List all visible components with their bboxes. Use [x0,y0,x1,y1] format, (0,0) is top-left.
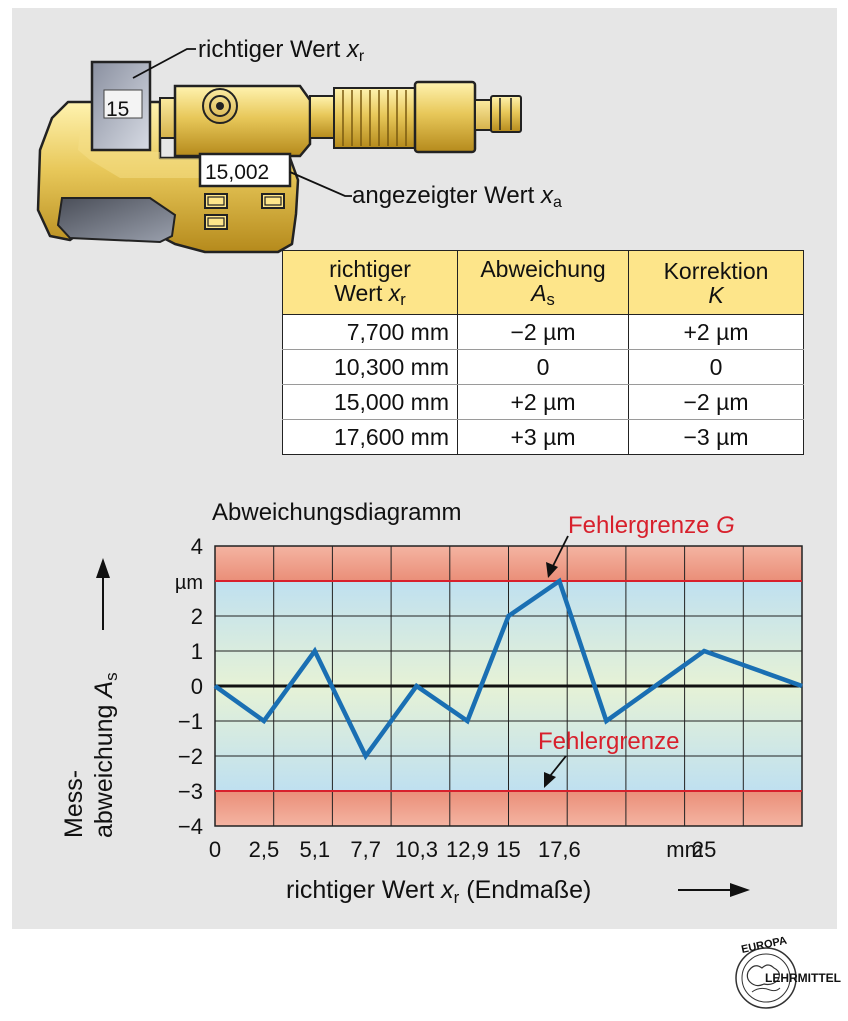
y-tick-label: 4 [191,534,203,559]
gauge-block-value: 15 [106,98,129,121]
data-point [314,650,316,652]
grip-pad [56,197,177,244]
table-cell: +2 µm [457,384,629,420]
y-tick-label: 0 [191,674,203,699]
x-tick-label: 15 [496,837,520,862]
limit-arrow-upper [551,535,569,569]
table-cell: −2 µm [457,314,629,350]
table-cell: +2 µm [628,314,804,350]
deviation-line [213,577,803,761]
data-point [703,650,705,652]
callout-line [289,171,352,197]
upper-limit-label: Fehlergrenze G [568,512,735,539]
x-axis-label-arrowhead [730,883,750,897]
y-tick-label: −3 [178,779,203,804]
callout-line [132,48,196,79]
limit-arrow-lower [549,755,567,777]
x-tick-label: 25 [692,837,716,862]
data-point [605,720,607,722]
x-tick-label: 12,9 [446,837,489,862]
x-axis-label: richtiger Wert xr (Endmaße) [286,876,591,907]
data-point [214,685,216,687]
y-tick-label: −1 [178,709,203,734]
x-tick-label: 10,3 [395,837,438,862]
limit-arrow-upper-head [546,562,558,578]
table-cell: 10,300 mm [282,349,458,385]
chart-title: Abweichungsdiagramm [212,499,461,526]
limit-arrow-lower-head [544,772,556,788]
table-row: 15,000 mm +2 µm −2 µm [282,384,804,420]
data-point [654,685,656,687]
table-row: 10,300 mm 0 0 [282,349,804,385]
data-point [416,685,418,687]
y-tick-label: −4 [178,814,203,839]
x-tick-label: 7,7 [350,837,381,862]
data-point [508,615,509,617]
y-tick-label: −2 [178,744,203,769]
y-axis-label-line1: Mess- [60,770,88,838]
table-cell: 0 [457,349,629,385]
table-cell: 17,600 mm [282,419,458,455]
y-axis-label-arrowhead [96,558,110,578]
table-cell: 7,700 mm [282,314,458,350]
table-cell: 0 [628,349,804,385]
table-cell: −2 µm [628,384,804,420]
x-tick-label: 2,5 [249,837,280,862]
deviation-chart: 4 2 1 0 −1 −2 −3 −4 µm 0 2,5 5,1 7,7 10,3 12,9 15 17,6 25… [60,499,803,907]
y-axis-label-line2: abweichung As [90,672,121,838]
data-point [558,580,560,582]
data-point [263,720,265,722]
table-row: 17,600 mm +3 µm −3 µm [282,419,804,455]
data-point [801,685,803,687]
micrometer-drawing [36,60,522,254]
data-point [466,720,468,722]
x-tick-label: 5,1 [299,837,330,862]
lower-limit-label: Fehlergrenze [538,728,679,755]
callout-richtig: richtiger Wert xr [198,36,365,65]
y-tick-label: 2 [191,604,203,629]
callout-angezeigt: angezeigter Wert xa [352,182,562,211]
x-unit-label: mm [666,837,703,862]
data-point [365,755,367,757]
europa-lehrmittel-logo [735,947,797,1009]
table-cell: 15,000 mm [282,384,458,420]
x-tick-label: 0 [209,837,221,862]
logo-text-bottom: LEHRMITTEL [765,971,841,985]
y-unit-label: µm [175,572,203,594]
table-cell: +3 µm [457,419,629,455]
x-tick-label: 17,6 [538,837,581,862]
table-cell: −3 µm [628,419,804,455]
y-tick-label: 1 [191,639,203,664]
table-row: 7,700 mm −2 µm +2 µm [282,314,804,350]
display-value: 15,002 [205,161,269,184]
lock-knob [202,88,238,124]
